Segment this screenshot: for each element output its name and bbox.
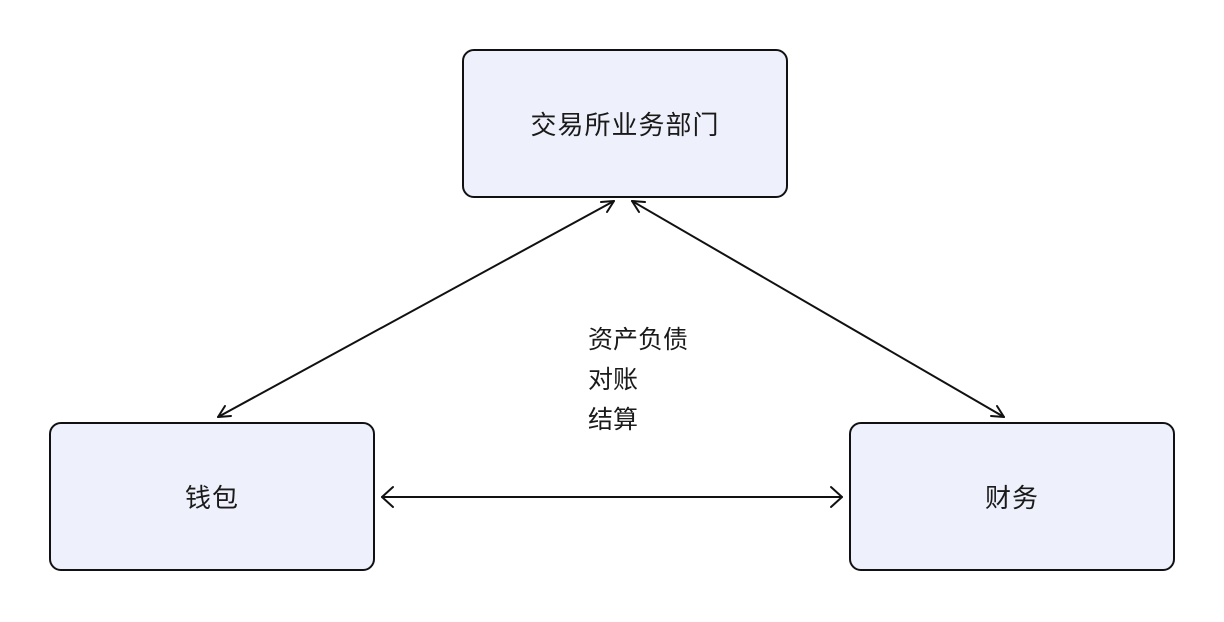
annotation-line: 资产负债 <box>588 325 689 354</box>
annotation-line: 结算 <box>588 405 639 434</box>
node-wallet: 钱包 <box>49 422 375 571</box>
node-exchange-label: 交易所业务部门 <box>530 111 720 141</box>
arrowhead-wallet-end-2 <box>381 486 394 508</box>
arrowhead-exchange-end-2 <box>631 200 646 213</box>
annotation-line: 对账 <box>588 365 639 394</box>
relationship-annotation: 资产负债 对账 结算 <box>588 320 688 440</box>
node-exchange-business-dept: 交易所业务部门 <box>462 49 788 198</box>
node-wallet-label: 钱包 <box>184 484 239 514</box>
arrowhead-exchange-end <box>600 200 615 213</box>
arrowhead-wallet-end <box>217 405 232 418</box>
edge-exchange-finance <box>631 200 1005 418</box>
arrowhead-finance-end <box>990 405 1005 418</box>
node-finance-label: 财务 <box>984 484 1039 514</box>
node-finance: 财务 <box>849 422 1175 571</box>
arrowhead-finance-end-2 <box>830 486 843 508</box>
edge-exchange-wallet <box>217 200 615 418</box>
